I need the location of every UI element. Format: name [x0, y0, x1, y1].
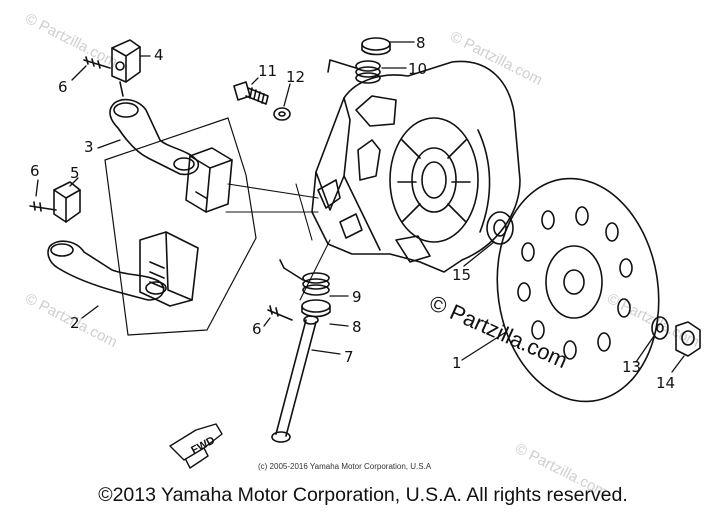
callout-7: 7	[344, 348, 354, 366]
callout-6-left: 6	[30, 162, 40, 180]
fwd-arrow-icon	[169, 423, 223, 469]
part-housing	[311, 60, 521, 273]
callout-3: 3	[84, 138, 94, 156]
callout-8-lower: 8	[352, 318, 362, 336]
callout-13: 13	[622, 358, 641, 376]
part-6-screw-lower	[267, 305, 293, 321]
callout-6-lower: 6	[252, 320, 262, 338]
part-9-spring	[279, 259, 330, 296]
part-10-spring-top	[327, 59, 381, 84]
part-8-cap-top	[361, 37, 391, 56]
callout-12: 12	[286, 68, 305, 86]
callout-15: 15	[452, 266, 471, 284]
callout-9: 9	[352, 288, 362, 306]
part-5-bracket	[29, 181, 81, 223]
part-2-lower-arm	[47, 231, 199, 307]
small-copyright: (c) 2005-2016 Yamaha Motor Corporation, …	[258, 462, 432, 471]
callout-4: 4	[154, 46, 164, 64]
part-1-disc	[496, 177, 660, 403]
part-6-screw	[83, 56, 111, 69]
leader-lines	[35, 41, 685, 373]
part-13-washer	[651, 316, 669, 340]
part-12-washer	[273, 107, 291, 121]
alignment-lines	[225, 183, 331, 301]
part-4-bracket	[111, 39, 141, 97]
callout-6-top: 6	[58, 78, 68, 96]
part-8-cap-lower	[301, 299, 331, 318]
part-15-washer	[486, 211, 514, 245]
part-11-bolt	[233, 81, 269, 105]
callout-11: 11	[258, 62, 277, 80]
callout-5: 5	[70, 164, 80, 182]
part-7-shaft	[271, 315, 319, 443]
callout-2: 2	[70, 314, 80, 332]
footer-copyright: ©2013 Yamaha Motor Corporation, U.S.A. A…	[98, 484, 628, 506]
assembly-frame	[104, 117, 257, 336]
callout-10: 10	[408, 60, 427, 78]
callout-1: 1	[452, 354, 462, 372]
fwd-label: FWD	[189, 434, 217, 456]
callout-8-top: 8	[416, 34, 426, 52]
part-3-upper-arm	[109, 98, 233, 213]
callout-numbers: 8 10 4 11 12 6 3 6 5 2 15 9 8 6 7 1 13 1…	[30, 34, 675, 392]
part-14-nut	[675, 321, 701, 357]
callout-14: 14	[656, 374, 675, 392]
